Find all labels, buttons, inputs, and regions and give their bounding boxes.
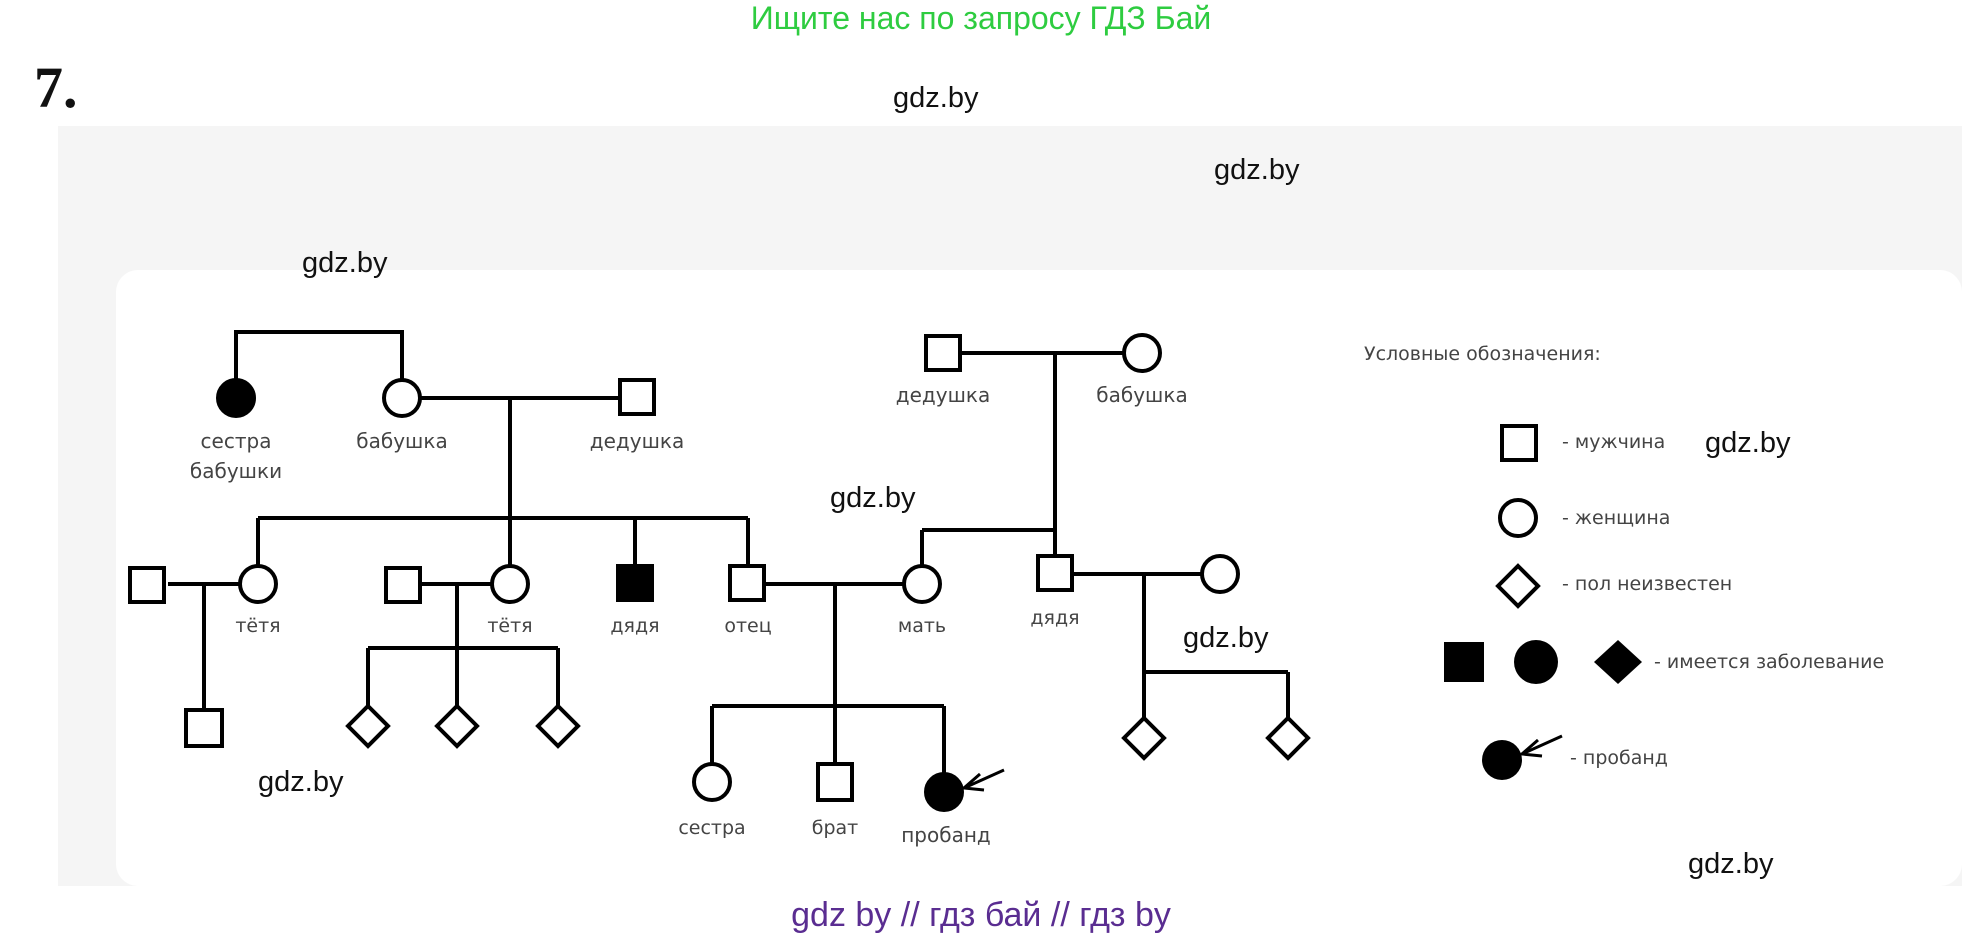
label-uncle2: дядя <box>1030 607 1079 629</box>
pedigree-symbols <box>128 333 1311 812</box>
grandma-maternal-circle <box>1122 333 1162 373</box>
top-banner[interactable]: Ищите нас по запросу ГДЗ Бай <box>750 0 1212 36</box>
label-father: отец <box>724 615 771 637</box>
legend-affected-label: - имеется заболевание <box>1654 651 1884 673</box>
cousin3-diamond <box>535 703 581 749</box>
label-grandpa-maternal: дедушка <box>896 383 990 407</box>
father-square <box>728 564 766 602</box>
label-sister: сестра <box>678 817 745 839</box>
label-grandma-maternal: бабушка <box>1096 383 1187 407</box>
pedigree-lines <box>168 330 1290 774</box>
legend-female-circle <box>1498 498 1538 538</box>
label-proband: пробанд <box>901 823 991 847</box>
legend-affected-circle <box>1514 640 1558 684</box>
watermark: gdz.by <box>830 482 916 514</box>
legend-male-label: - мужчина <box>1562 431 1665 453</box>
legend-female-label: - женщина <box>1562 507 1670 529</box>
aunt1-circle <box>238 564 278 604</box>
grandma-sister-affected-circle <box>216 378 256 418</box>
label-sister-grandma-1: сестра <box>201 429 272 453</box>
label-uncle1: дядя <box>610 615 659 637</box>
proband-circle <box>924 772 964 812</box>
task-number: 7. <box>34 55 78 120</box>
label-sister-grandma-2: бабушки <box>190 459 282 483</box>
aunt2-circle <box>490 564 530 604</box>
watermark: gdz.by <box>1183 622 1269 654</box>
label-aunt1: тётя <box>235 615 280 637</box>
grandma-paternal-circle <box>382 378 422 418</box>
grandpa-paternal-square <box>618 378 656 416</box>
uncle1-affected-square <box>616 564 654 602</box>
uncle2-child1-diamond <box>1121 715 1167 761</box>
watermark: gdz.by <box>302 247 388 279</box>
label-grandma-paternal: бабушка <box>356 429 447 453</box>
legend-title: Условные обозначения: <box>1364 343 1601 365</box>
legend-unknown-diamond <box>1495 563 1541 609</box>
aunt1-son-square <box>184 708 224 748</box>
legend-proband-arrow-icon <box>1518 734 1563 758</box>
uncle2-square <box>1036 554 1074 592</box>
brother-square <box>816 762 854 802</box>
cousin1-diamond <box>345 703 391 749</box>
uncle2-child2-diamond <box>1265 715 1311 761</box>
sister-circle <box>692 762 732 802</box>
label-mother: мать <box>898 615 946 637</box>
uncle2-wife-circle <box>1200 554 1240 594</box>
legend-male-square <box>1500 424 1538 462</box>
label-grandpa-paternal: дедушка <box>590 429 684 453</box>
legend-affected-square <box>1444 642 1484 682</box>
bottom-links[interactable]: gdz by // гдз бай // гдз by <box>791 896 1171 934</box>
label-brother: брат <box>812 817 859 839</box>
legend-proband-circle <box>1482 740 1522 780</box>
aunt1-husband-square <box>128 566 166 604</box>
grandpa-maternal-square <box>924 334 962 372</box>
watermark: gdz.by <box>893 82 979 114</box>
legend-proband-label: - пробанд <box>1570 747 1668 769</box>
aunt2-husband-square <box>384 566 422 604</box>
watermark: gdz.by <box>1688 848 1774 880</box>
watermark: gdz.by <box>1705 427 1791 459</box>
legend-affected-diamond <box>1594 640 1642 684</box>
watermark: gdz.by <box>258 766 344 798</box>
legend-unknown-label: - пол неизвестен <box>1562 573 1732 595</box>
proband-arrow-icon <box>960 768 1005 792</box>
watermark: gdz.by <box>1214 154 1300 186</box>
legend: Условные обозначения: - мужчина - женщин… <box>1364 343 1884 780</box>
mother-circle <box>902 564 942 604</box>
label-aunt2: тётя <box>487 615 532 637</box>
cousin2-diamond <box>434 703 480 749</box>
